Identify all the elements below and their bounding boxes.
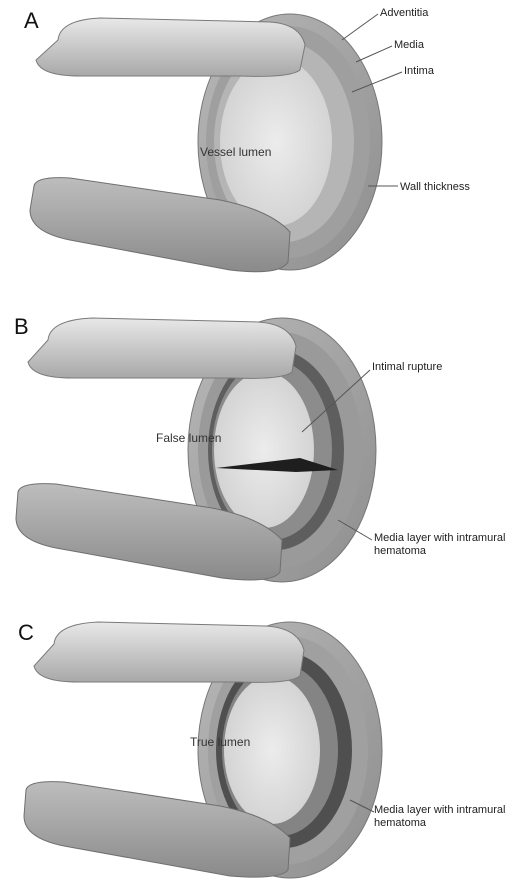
top-wall-segment: [28, 318, 296, 378]
callout-label: Wall thickness: [400, 181, 470, 193]
lumen-label-c: True lumen: [190, 735, 250, 749]
panel-letter-c: C: [18, 620, 34, 645]
false-lumen: [214, 372, 314, 528]
callout-label: Media layer with intramural hematoma: [374, 804, 514, 830]
callout-line: [356, 46, 392, 62]
vessel-lumen: [220, 58, 332, 226]
panel-a: A Vessel lumen Adventitia Media Intima W…: [24, 7, 470, 272]
top-wall-segment: [36, 18, 305, 76]
lumen-label-a: Vessel lumen: [200, 145, 271, 159]
lumen-label-b: False lumen: [156, 431, 221, 445]
callout-label: Adventitia: [380, 7, 429, 19]
panel-letter-a: A: [24, 8, 39, 33]
true-lumen: [224, 676, 320, 824]
callout-label-wrap: Media layer with intramural hematoma: [374, 532, 514, 572]
panel-c: C True lumen Media layer with intramural…: [18, 620, 514, 878]
callout-label: Media: [394, 39, 425, 51]
callout-line: [342, 14, 378, 40]
panel-b: B False lumen Intimal rupture Media laye…: [14, 314, 514, 582]
callout-label: Intima: [404, 65, 435, 77]
callout-label: Intimal rupture: [372, 361, 442, 373]
callout-label-wrap: Media layer with intramural hematoma: [374, 804, 514, 844]
top-wall-segment: [34, 622, 304, 682]
callout-label: Media layer with intramural hematoma: [374, 532, 514, 558]
panel-letter-b: B: [14, 314, 29, 339]
